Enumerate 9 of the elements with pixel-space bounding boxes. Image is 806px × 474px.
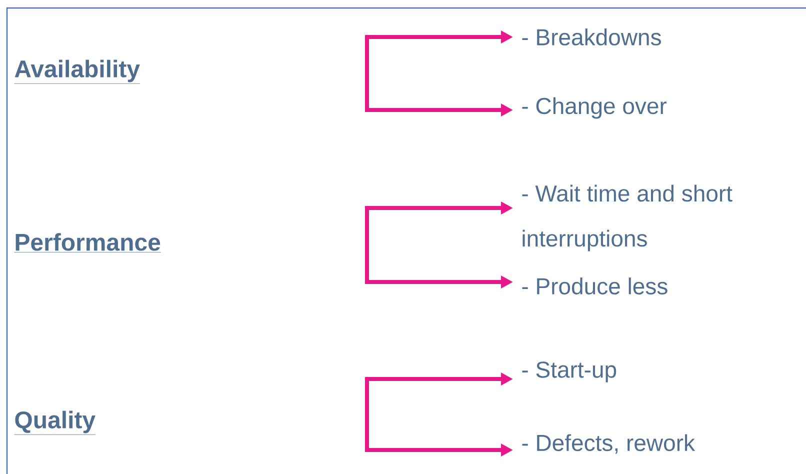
category-heading: Performance <box>14 233 162 252</box>
item-text: - Defects, rework <box>522 434 696 454</box>
item-text: - Change over <box>522 97 667 119</box>
item-text: - Wait time and short interruptions <box>522 184 732 252</box>
item-text: - Breakdowns <box>522 28 661 46</box>
category-heading: Quality <box>14 410 96 435</box>
category-heading: Availability <box>14 60 140 84</box>
item-text: - Start-up <box>522 362 616 382</box>
item-text: - Produce less <box>522 278 668 294</box>
